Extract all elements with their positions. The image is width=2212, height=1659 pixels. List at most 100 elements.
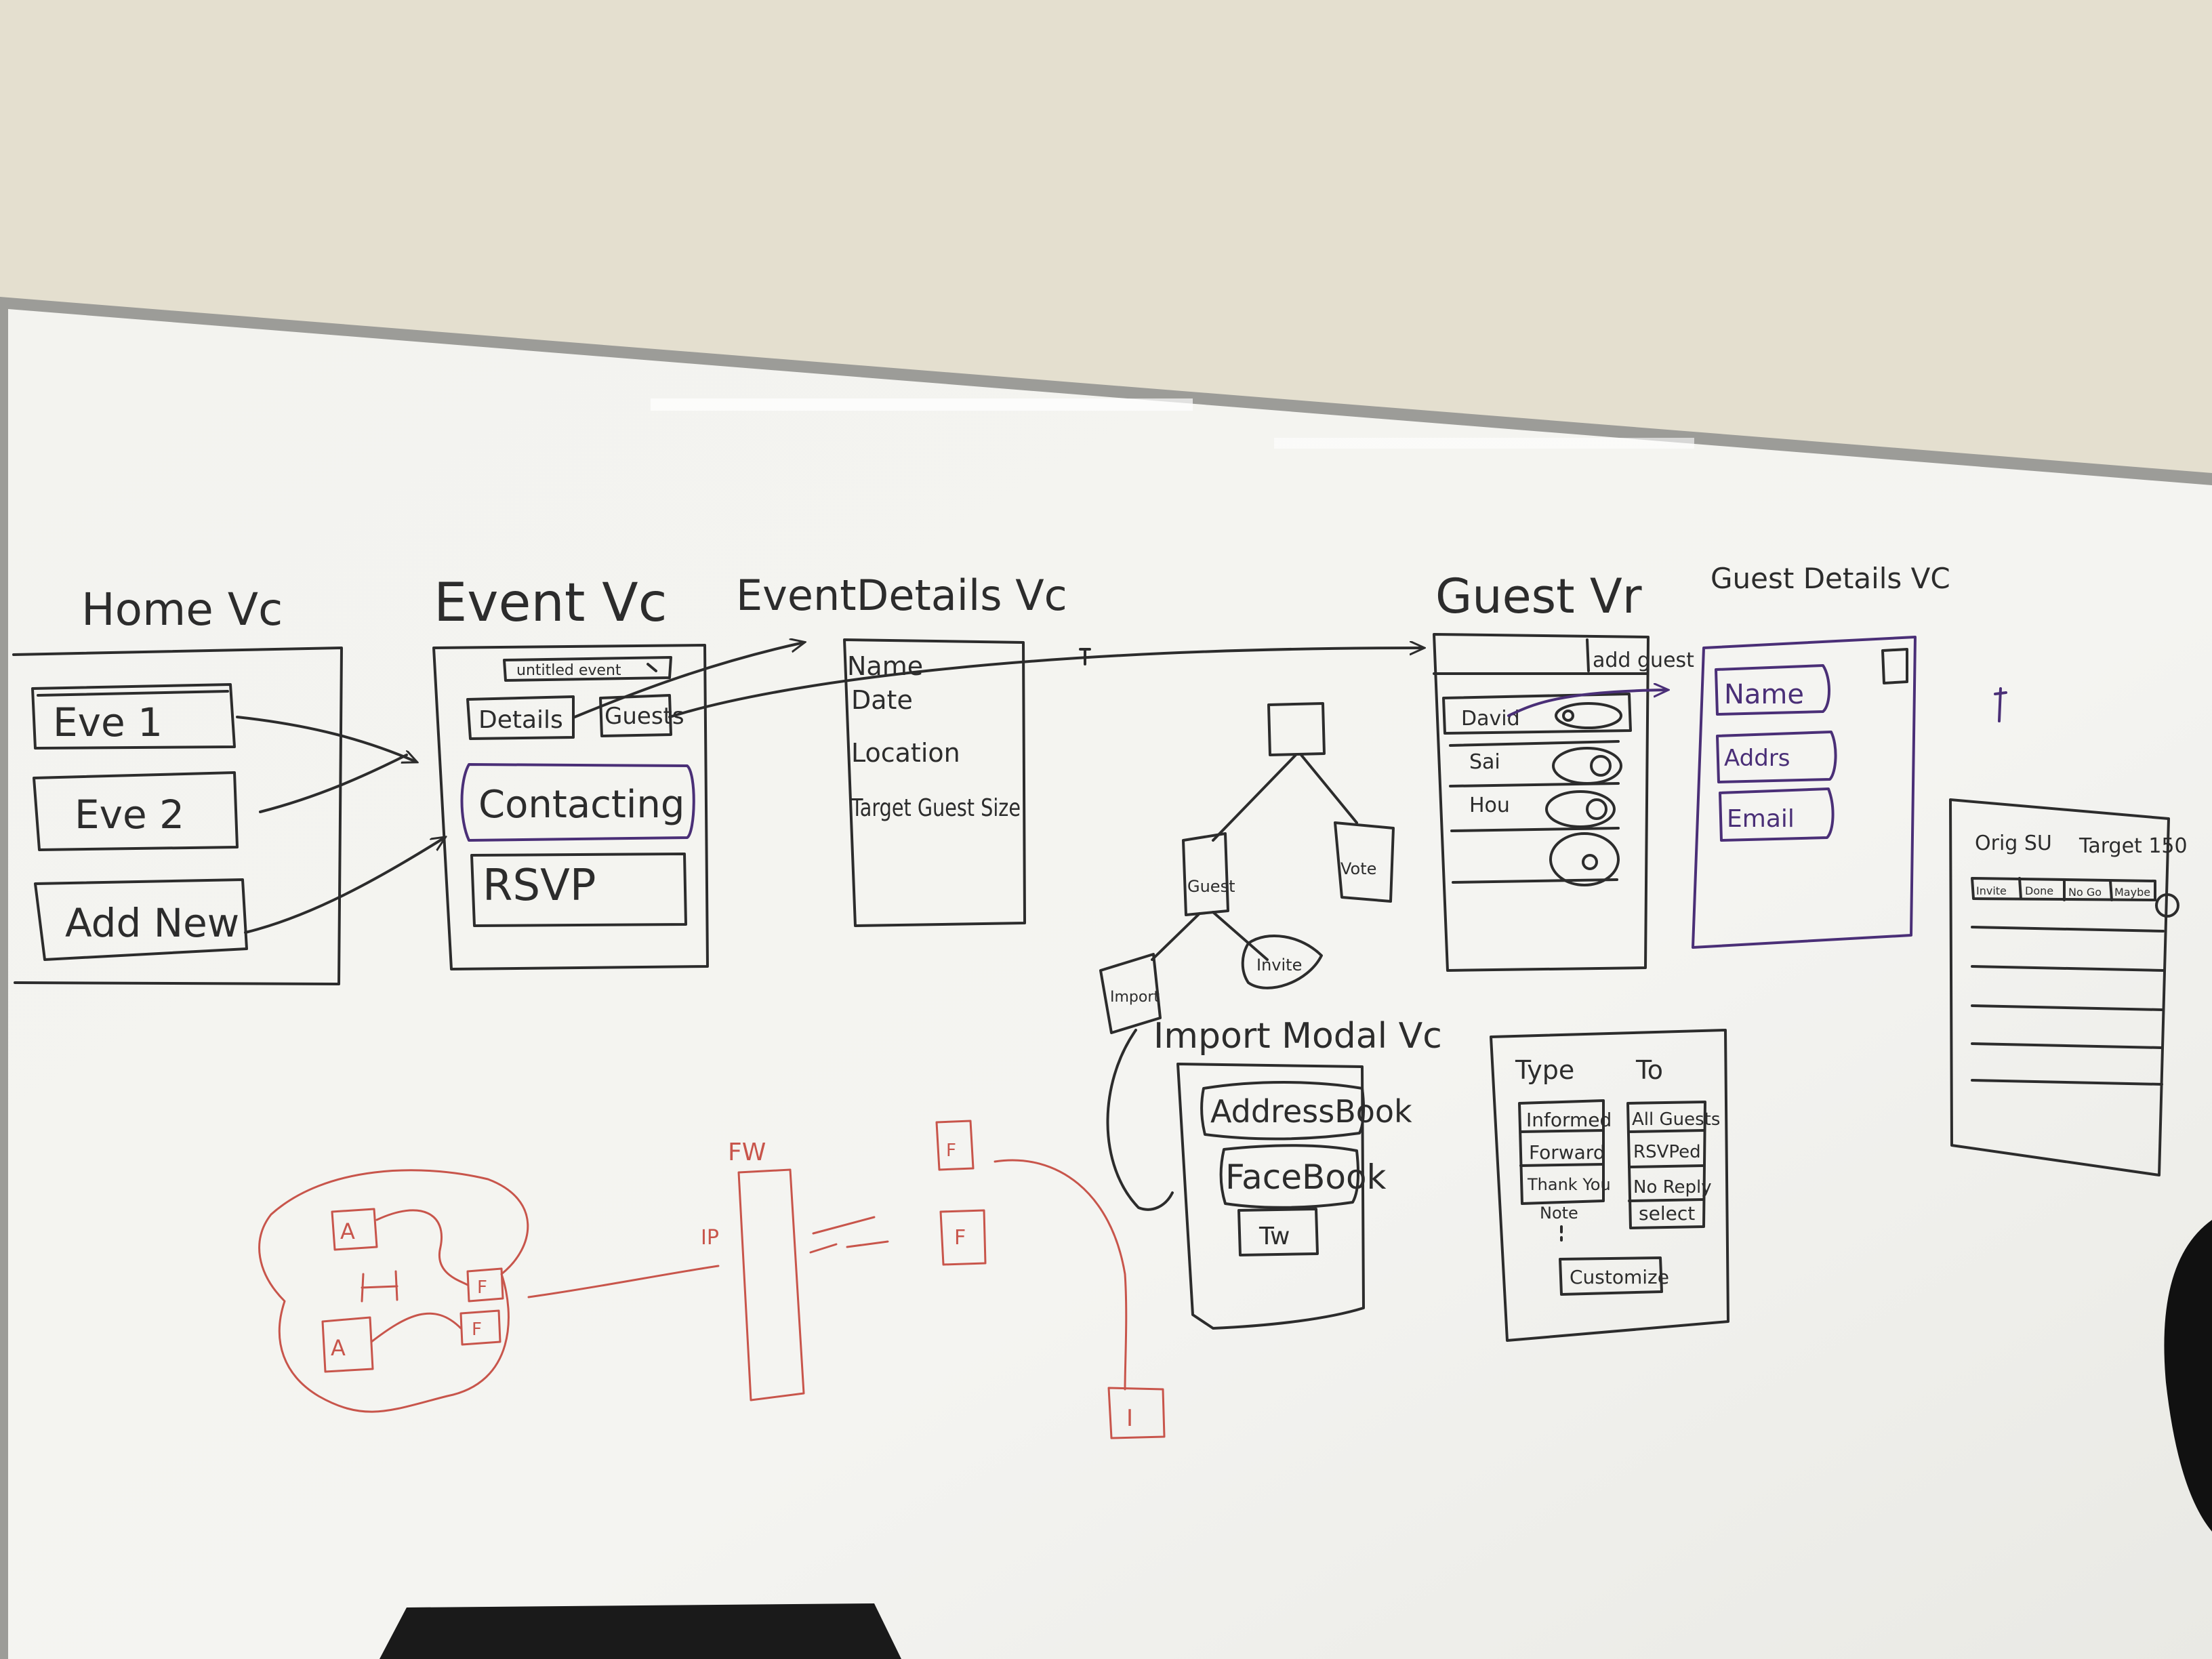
home-item-2: Eve 2 xyxy=(75,792,184,838)
guest-row-line xyxy=(1449,740,1620,747)
guest-details-vc: Guest Details VC Name Addrs Email xyxy=(1692,562,2007,949)
network-node-label: F xyxy=(946,1141,956,1161)
address-field xyxy=(1716,731,1837,783)
field-name: Name xyxy=(847,651,923,681)
arrow-guests-to-guestvc xyxy=(668,648,1423,718)
home-item-1: Eve 1 xyxy=(53,699,163,745)
event-vc-title: Event Vc xyxy=(434,573,668,634)
field-date: Date xyxy=(851,685,913,715)
facebook-option xyxy=(1219,1144,1359,1209)
network-node xyxy=(1107,1387,1166,1439)
event-details-title: EventDetails Vc xyxy=(736,571,1067,620)
network-node xyxy=(321,1316,374,1373)
toggle-knob xyxy=(1590,755,1612,777)
person-silhouette xyxy=(2164,1220,2212,1532)
type-informed: Informed xyxy=(1526,1109,1612,1131)
toggle-knob xyxy=(1586,798,1607,820)
guest-row-line xyxy=(1452,878,1618,884)
event-details-frame xyxy=(843,638,1026,927)
address-field-label: Addrs xyxy=(1724,745,1790,772)
network-node-label: F xyxy=(954,1226,966,1250)
summary-tab-dividers xyxy=(2018,877,2113,901)
tree-invite-node xyxy=(1241,935,1323,989)
arrow-guest-to-details xyxy=(1507,690,1667,717)
home-item-box xyxy=(33,771,239,851)
network-node xyxy=(331,1208,378,1251)
summary-toggle-icon xyxy=(2155,893,2179,918)
network-link xyxy=(527,1265,720,1298)
network-link xyxy=(375,1209,469,1286)
light-reflection xyxy=(1274,438,1694,449)
guest-row-line xyxy=(1449,782,1620,787)
recipient-rsvped: RSVPed xyxy=(1633,1142,1701,1162)
recipient-all-guests: All Guests xyxy=(1632,1109,1720,1130)
guest-row xyxy=(1442,693,1632,735)
tree-invite-label: Invite xyxy=(1256,956,1302,975)
tree-root-node xyxy=(1267,702,1326,756)
home-item-underline xyxy=(37,690,229,697)
add-guest-button[interactable]: add guest xyxy=(1593,649,1694,672)
ip-label: IP xyxy=(701,1226,719,1250)
network-cloud xyxy=(258,1169,529,1413)
email-field-label: Email xyxy=(1727,805,1795,833)
guest-vc-frame xyxy=(1433,633,1650,972)
contacting-section xyxy=(460,763,695,842)
edit-icon xyxy=(647,663,657,672)
guest-toggle xyxy=(1555,702,1622,729)
type-forward: Forward xyxy=(1529,1141,1605,1164)
toggle-knob xyxy=(1582,854,1598,870)
network-node xyxy=(935,1120,975,1171)
contacting-label: Contacting xyxy=(478,783,684,827)
toggle-knob xyxy=(1562,710,1574,722)
rsvp-label: RSVP xyxy=(483,861,596,911)
summary-left-label: Orig SU xyxy=(1975,832,2052,855)
type-note: Note xyxy=(1540,1204,1578,1223)
summary-panel-frame xyxy=(1949,798,2170,1176)
recipient-no-reply: No Reply xyxy=(1633,1177,1712,1197)
network-node-label: F xyxy=(477,1277,487,1298)
facebook-label: FaceBook xyxy=(1225,1158,1387,1197)
guest-name-sai: Sai xyxy=(1469,750,1500,774)
cursor-mark xyxy=(1079,648,1091,665)
customize-button xyxy=(1559,1256,1663,1296)
home-vc-frame xyxy=(12,647,343,985)
network-node-label: A xyxy=(340,1218,355,1244)
guest-vc-title: Guest Vr xyxy=(1435,569,1642,624)
event-vc: Event Vc untitled event Details Guests C… xyxy=(432,573,1423,970)
guest-name-hou: Hou xyxy=(1469,794,1510,817)
message-panel-frame xyxy=(1490,1029,1729,1342)
network-node xyxy=(939,1209,987,1266)
guest-details-frame xyxy=(1692,636,1917,949)
summary-tab-bar xyxy=(1971,877,2156,901)
addressbook-option xyxy=(1200,1081,1366,1141)
link-mark xyxy=(361,1270,398,1303)
tree-import-node xyxy=(1099,953,1162,1034)
guest-name-david: David xyxy=(1461,707,1520,731)
guest-vc-header-split xyxy=(1586,638,1590,672)
tab-maybe: Maybe xyxy=(2114,886,2150,899)
guests-button xyxy=(599,694,672,737)
summary-right-label: Target 150 xyxy=(2078,834,2188,858)
stray-purple-mark xyxy=(1994,687,2007,722)
network-link xyxy=(994,1159,1128,1391)
field-target-guest-size: Target Guest Size xyxy=(851,794,1021,822)
name-field xyxy=(1715,664,1830,716)
event-details-vc: EventDetails Vc Name Date Location Targe… xyxy=(736,571,1091,927)
network-node-label: I xyxy=(1126,1405,1133,1432)
tab-no-go: No Go xyxy=(2068,886,2102,899)
to-heading: To xyxy=(1635,1055,1663,1085)
guest-vc: Guest Vr add guest David Sai Hou xyxy=(1433,569,1694,972)
network-node xyxy=(459,1309,501,1346)
network-node-label: F xyxy=(472,1319,482,1340)
twitter-option xyxy=(1237,1208,1319,1256)
details-button xyxy=(466,695,575,740)
tree-guest-label: Guest xyxy=(1187,877,1235,896)
arrow-import-to-modal xyxy=(1106,1029,1174,1211)
network-link-dashes xyxy=(809,1216,889,1254)
recipient-list xyxy=(1626,1101,1706,1229)
event-vc-frame xyxy=(432,644,709,970)
guest-toggle xyxy=(1545,790,1616,828)
import-modal-vc: Import Modal Vc AddressBook FaceBook Tw xyxy=(1153,1016,1442,1330)
details-button-label: Details xyxy=(478,706,563,734)
